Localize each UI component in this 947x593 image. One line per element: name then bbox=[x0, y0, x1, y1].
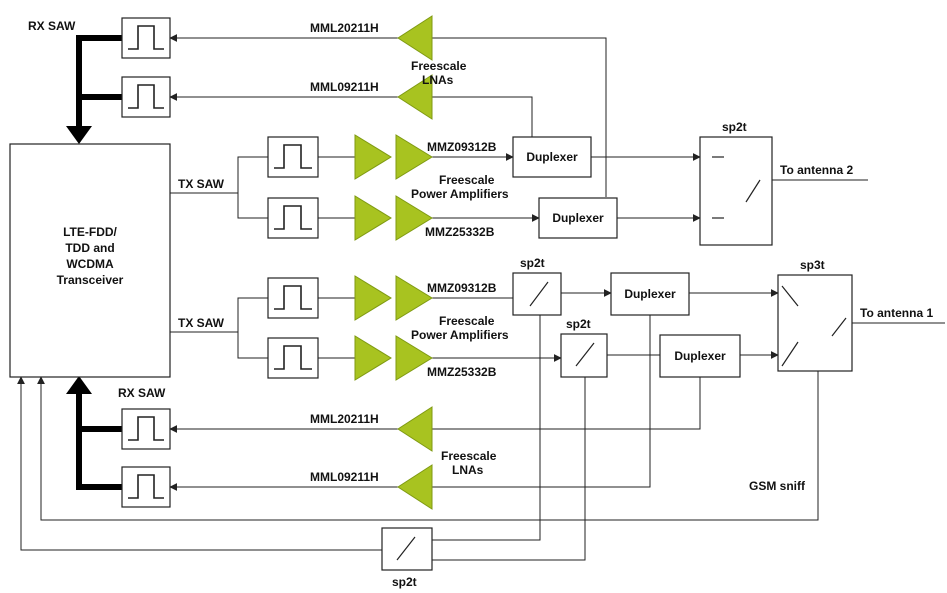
lna-group-bottom-label-1: Freescale bbox=[441, 449, 497, 463]
duplexer-1: Duplexer bbox=[512, 136, 592, 178]
lna-3-part-label: MML20211H bbox=[310, 412, 379, 426]
sp3t-antenna-1-label: sp3t bbox=[800, 258, 825, 272]
rx-saw-filter-4 bbox=[121, 466, 171, 508]
duplexer-4: Duplexer bbox=[659, 334, 741, 378]
tx-saw-lower-label: TX SAW bbox=[178, 316, 225, 330]
duplexer-3: Duplexer bbox=[610, 272, 690, 316]
sp2t-c-label: sp2t bbox=[392, 575, 417, 589]
lna-group-bottom-label-2: LNAs bbox=[452, 463, 484, 477]
rx-saw-filter-3 bbox=[121, 408, 171, 450]
duplexer-1-label: Duplexer bbox=[526, 150, 578, 164]
sp2t-b-label: sp2t bbox=[566, 317, 591, 331]
lna-2 bbox=[397, 74, 433, 120]
pa-group-lower-label-1: Freescale bbox=[439, 314, 495, 328]
pa-group-lower-label-2: Power Amplifiers bbox=[411, 328, 509, 342]
pa-4-part-label: MMZ25332B bbox=[427, 365, 497, 379]
lna-4 bbox=[397, 464, 433, 510]
sp2t-antenna-2-switch bbox=[699, 136, 773, 246]
rx-saw-bottom-label: RX SAW bbox=[118, 386, 166, 400]
diagram-labels: RX SAW RX SAW TX SAW TX SAW MML20211H MM… bbox=[28, 19, 933, 589]
transceiver-label-line4: Transceiver bbox=[57, 273, 124, 287]
duplexer-2-label: Duplexer bbox=[552, 211, 604, 225]
pa-group-upper-label-1: Freescale bbox=[439, 173, 495, 187]
transceiver-label-line3: WCDMA bbox=[66, 257, 114, 271]
lna-group-top-label-1: Freescale bbox=[411, 59, 467, 73]
sp3t-antenna-1-switch bbox=[777, 274, 853, 372]
lna-group-top-label-2: LNAs bbox=[422, 73, 454, 87]
pa-3-part-label: MMZ09312B bbox=[427, 281, 497, 295]
sp2t-a-label: sp2t bbox=[520, 256, 545, 270]
duplexer-4-label: Duplexer bbox=[674, 349, 726, 363]
pa-2-part-label: MMZ25332B bbox=[425, 225, 495, 239]
tx-saw-upper-label: TX SAW bbox=[178, 177, 225, 191]
connection-wires bbox=[17, 34, 945, 561]
pa-driver-2 bbox=[354, 195, 392, 241]
transceiver-label-line2: TDD and bbox=[65, 241, 114, 255]
pa-driver-3 bbox=[354, 275, 392, 321]
pa-final-3 bbox=[395, 275, 433, 321]
tx-saw-filter-1 bbox=[267, 136, 319, 178]
lna-3 bbox=[397, 406, 433, 452]
tx-saw-filter-2 bbox=[267, 197, 319, 239]
sp2t-switch-b bbox=[560, 333, 608, 378]
antenna-1-label: To antenna 1 bbox=[860, 306, 933, 320]
duplexer-2: Duplexer bbox=[538, 197, 618, 239]
duplexer-3-label: Duplexer bbox=[624, 287, 676, 301]
pa-final-2 bbox=[395, 195, 433, 241]
rx-saw-filter-1 bbox=[121, 17, 171, 59]
lna-1 bbox=[397, 15, 433, 61]
tx-saw-filter-3 bbox=[267, 277, 319, 319]
rx-saw-top-label: RX SAW bbox=[28, 19, 76, 33]
lna-2-part-label: MML09211H bbox=[310, 80, 379, 94]
sp2t-antenna-2-label: sp2t bbox=[722, 120, 747, 134]
antenna-2-label: To antenna 2 bbox=[780, 163, 853, 177]
sp2t-switch-c bbox=[381, 527, 433, 571]
rx-saw-filter-2 bbox=[121, 76, 171, 118]
gsm-sniff-label: GSM sniff bbox=[749, 479, 806, 493]
sp2t-switch-a bbox=[512, 272, 562, 316]
rx-bus-bottom bbox=[66, 376, 122, 490]
pa-final-4 bbox=[395, 335, 433, 381]
transceiver-block: LTE-FDD/ TDD and WCDMA Transceiver bbox=[9, 143, 171, 378]
transceiver-label-line1: LTE-FDD/ bbox=[63, 225, 117, 239]
lna-4-part-label: MML09211H bbox=[310, 470, 379, 484]
rx-bus-top bbox=[66, 35, 122, 144]
pa-group-upper-label-2: Power Amplifiers bbox=[411, 187, 509, 201]
pa-1-part-label: MMZ09312B bbox=[427, 140, 497, 154]
pa-final-1 bbox=[395, 134, 433, 180]
tx-saw-filter-4 bbox=[267, 337, 319, 379]
pa-driver-1 bbox=[354, 134, 392, 180]
pa-driver-4 bbox=[354, 335, 392, 381]
lna-1-part-label: MML20211H bbox=[310, 21, 379, 35]
